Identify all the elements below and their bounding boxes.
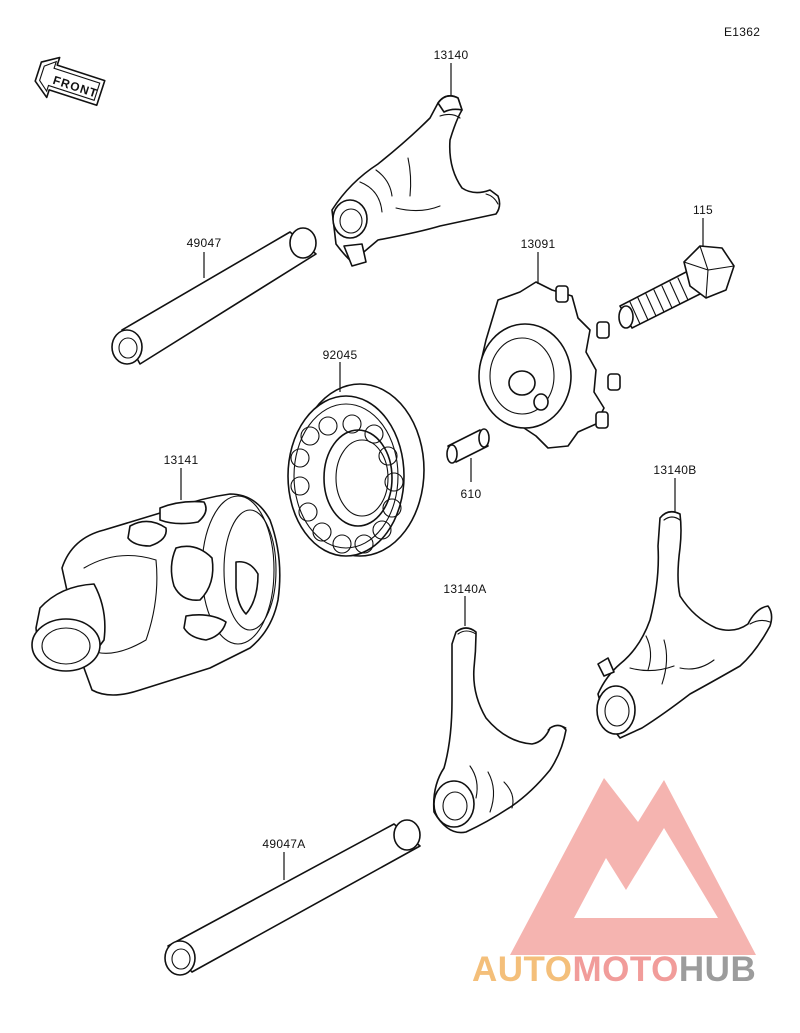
label-13091: 13091 xyxy=(521,237,556,251)
leader-lines xyxy=(180,63,704,880)
part-610-pin xyxy=(446,428,490,464)
part-49047-shaft xyxy=(111,227,317,365)
label-92045: 92045 xyxy=(323,348,358,362)
label-49047: 49047 xyxy=(187,236,222,250)
part-13140a-shift-fork xyxy=(432,627,567,834)
label-13141: 13141 xyxy=(164,453,199,467)
watermark: AUTOMOTOHUB xyxy=(472,778,756,989)
part-49047a-shaft xyxy=(164,819,421,976)
label-13140b: 13140B xyxy=(653,463,696,477)
watermark-logo-icon xyxy=(510,778,756,955)
label-49047a: 49047A xyxy=(262,837,305,851)
watermark-brand: AUTOMOTOHUB xyxy=(472,950,756,989)
part-13141-shift-drum xyxy=(31,493,281,696)
label-610: 610 xyxy=(461,487,482,501)
label-115: 115 xyxy=(693,203,713,217)
front-arrow-icon: FRONT xyxy=(34,56,106,107)
part-13140-shift-fork xyxy=(331,95,501,267)
part-13091-drum-star xyxy=(478,281,621,449)
label-13140: 13140 xyxy=(434,48,469,62)
part-115-bolt xyxy=(618,245,735,329)
part-labels: 13140 49047 115 13091 92045 13141 610 13… xyxy=(164,48,713,851)
part-13140b-shift-fork xyxy=(596,510,773,739)
label-13140a: 13140A xyxy=(443,582,486,596)
diagram-ref-code: E1362 xyxy=(724,25,760,39)
part-92045-bearing xyxy=(287,383,425,557)
